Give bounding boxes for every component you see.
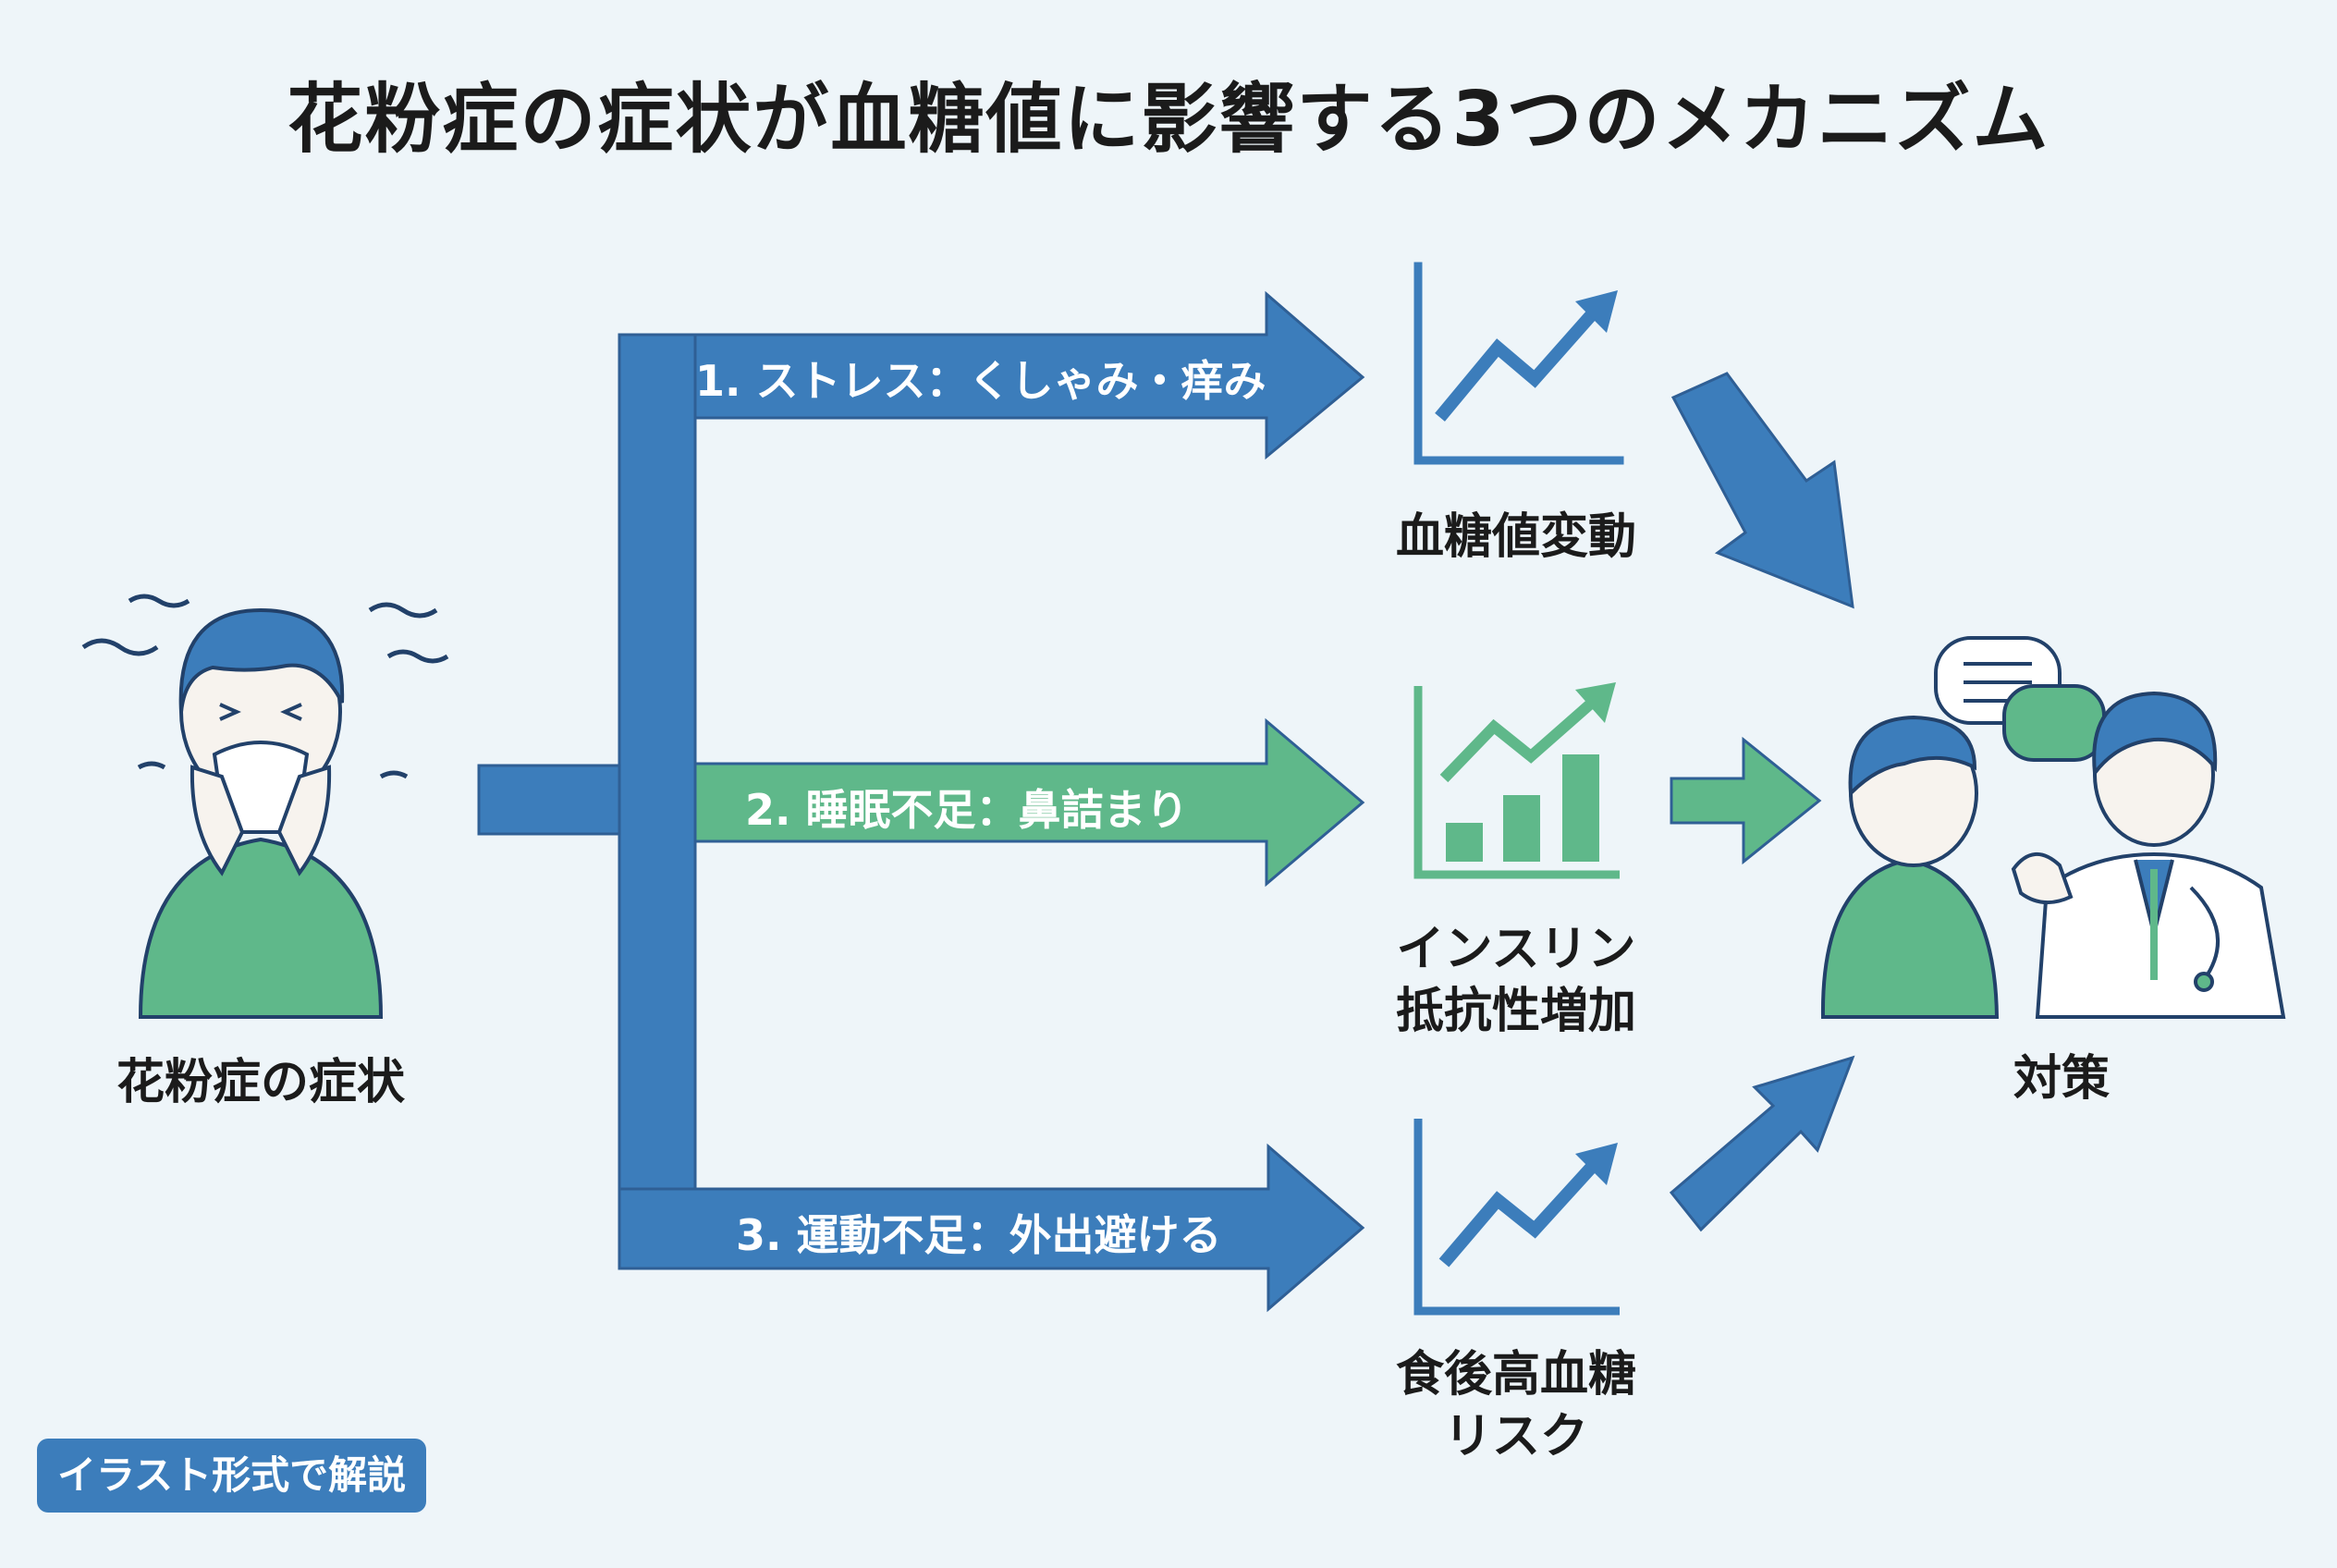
line-chart-up-icon [1413,262,1624,465]
page-title: 花粉症の症状が血糖値に影響する3つのメカニズム [287,76,2050,164]
outcome-label-1: 血糖値変動 [1331,507,1701,569]
converging-arrows [1669,372,1855,1232]
line-chart-up-icon-2 [1413,1119,1620,1316]
arrow-2-shape [693,717,1365,888]
arrow-label-3: 3. 運動不足：外出避ける [736,1210,1222,1260]
source-label: 花粉症の症状 [116,1055,405,1110]
outcome-2-line2: 抵抗性増加 [1395,983,1636,1039]
outcome-3-line1: 食後高血糖 [1395,1347,1636,1403]
outcome-1-line1: 血糖値変動 [1395,509,1636,565]
stem-arrow-body [477,764,629,836]
converge-arrow-top [1670,372,1854,609]
explanation-badge: イラスト形式で解説 [37,1439,427,1513]
branch-arrows [477,290,1365,1313]
converge-arrow-middle [1670,736,1822,865]
arrow-3-shape [618,1143,1365,1313]
outcome-label-3: 食後高血糖 リスク [1331,1344,1701,1467]
doctor-consultation-icon [1820,636,2286,1019]
outcome-3-line2: リスク [1443,1408,1588,1464]
bar-chart-up-icon [1413,682,1620,879]
arrow-label-2: 2. 睡眠不足：鼻詰まり [745,785,1189,835]
outcome-2-line1: インスリン [1396,922,1636,977]
result-label: 対策 [2013,1051,2110,1107]
arrow-label-1: 1. ストレス：くしゃみ・痒み [695,356,1266,406]
arrow-1-shape [619,290,1365,460]
sneezing-person-icon [81,594,449,1019]
converge-arrow-bottom [1669,1055,1855,1232]
outcome-label-2: インスリン 抵抗性増加 [1331,919,1701,1042]
vertical-spine [618,333,697,1270]
